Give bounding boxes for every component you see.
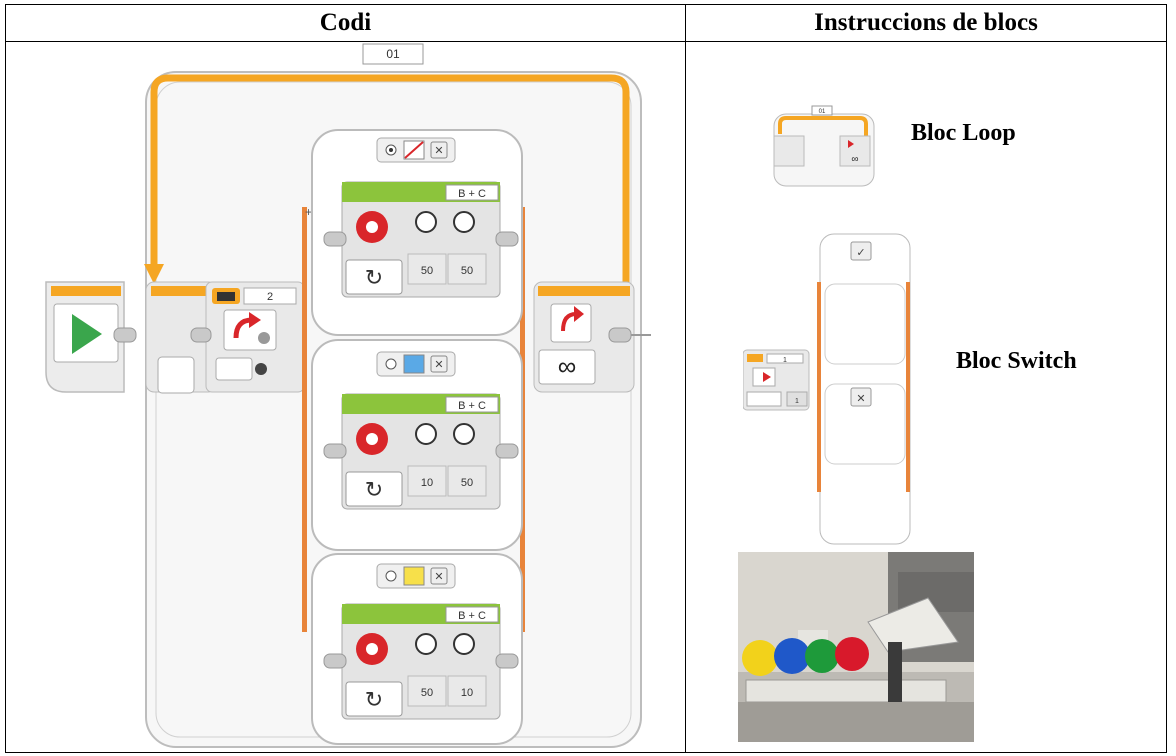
power-left: 10 xyxy=(421,477,433,489)
svg-text:↻: ↻ xyxy=(365,265,383,290)
robot-photo xyxy=(738,552,974,742)
power-right: 50 xyxy=(461,265,473,277)
power-left: 50 xyxy=(421,265,433,277)
code-cell: 01 ∞ xyxy=(5,41,686,753)
motor-block-1[interactable]: B + C ↻ 50 50 xyxy=(323,181,519,298)
svg-text:↻: ↻ xyxy=(365,477,383,502)
instructions-cell: 01 ∞ Bloc Loop ✓ ✕ 1 xyxy=(685,41,1167,753)
case-blue-selector[interactable]: ✕ xyxy=(376,351,456,377)
power-left: 50 xyxy=(421,687,433,699)
case-no-color-selector[interactable]: ✕ xyxy=(376,137,456,163)
svg-text:01: 01 xyxy=(819,109,826,115)
switch-instruction-label: Bloc Switch xyxy=(956,348,1077,374)
start-block[interactable] xyxy=(45,281,137,393)
loop-label: 01 xyxy=(386,47,400,61)
header-instructions: Instruccions de blocs xyxy=(685,4,1167,42)
switch-block-thumbnail: ✓ ✕ 1 1 xyxy=(743,233,911,545)
switch-mode-value: 2 xyxy=(267,291,273,303)
svg-text:✓: ✓ xyxy=(856,247,865,259)
svg-text:+: + xyxy=(305,205,312,219)
case-yellow-selector[interactable]: ✕ xyxy=(376,563,456,589)
motor-port: B + C xyxy=(458,610,486,622)
svg-text:✕: ✕ xyxy=(434,571,443,583)
program-canvas: 01 ∞ xyxy=(45,43,651,748)
play-icon xyxy=(72,314,102,354)
power-right: 50 xyxy=(461,477,473,489)
motor-block-2[interactable]: B + C ↻ 10 50 xyxy=(323,393,519,510)
motor-block-3[interactable]: B + C ↻ 50 10 xyxy=(323,603,519,720)
svg-text:∞: ∞ xyxy=(851,154,858,165)
svg-text:✕: ✕ xyxy=(434,359,443,371)
svg-text:✕: ✕ xyxy=(434,145,443,157)
header-code: Codi xyxy=(5,4,686,42)
layout-table: Codi Instruccions de blocs 01 xyxy=(5,4,1167,753)
svg-text:1: 1 xyxy=(783,357,787,364)
switch-block[interactable]: 2 + xyxy=(190,205,525,632)
motor-port: B + C xyxy=(458,400,486,412)
power-right: 10 xyxy=(461,687,473,699)
svg-text:1: 1 xyxy=(795,398,799,405)
motor-port: B + C xyxy=(458,188,486,200)
loop-block-thumbnail: 01 ∞ xyxy=(773,105,875,187)
svg-text:✕: ✕ xyxy=(856,393,865,405)
infinity-icon: ∞ xyxy=(558,351,577,381)
svg-text:↻: ↻ xyxy=(365,687,383,712)
loop-instruction-label: Bloc Loop xyxy=(911,120,1016,146)
